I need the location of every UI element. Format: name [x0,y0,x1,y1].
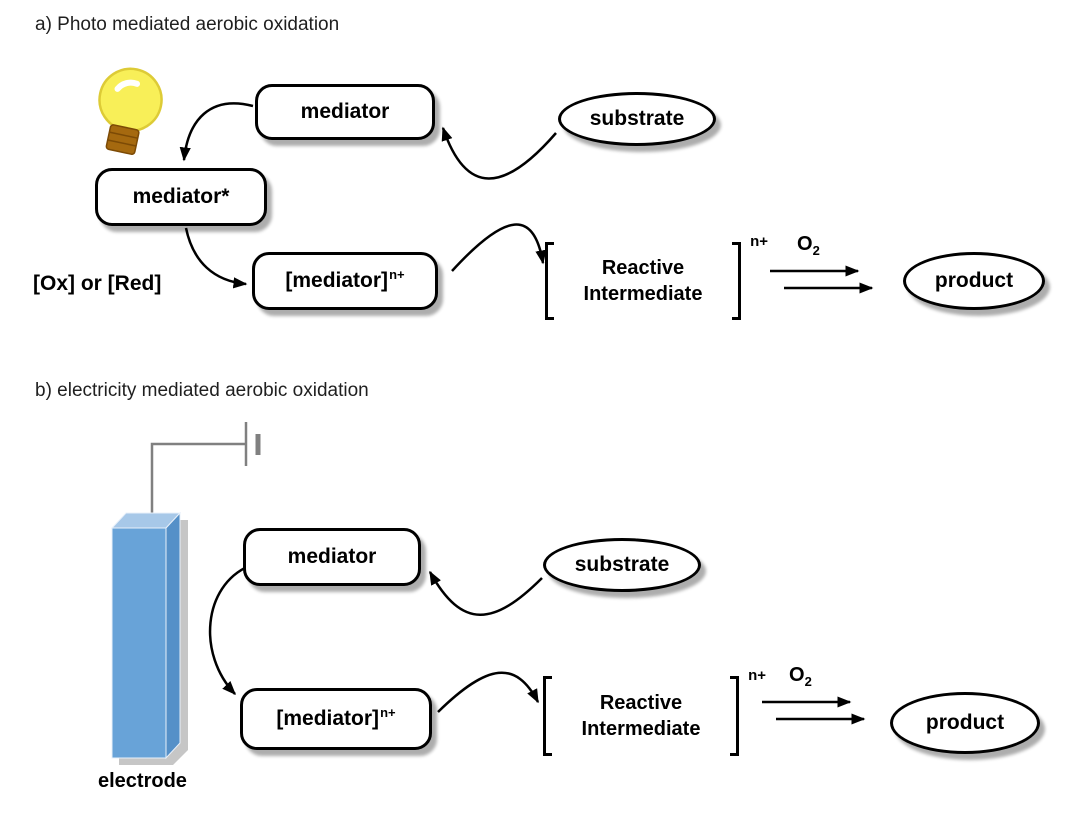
oxygen-label-a: O2 [797,233,820,258]
bulb-base [105,124,140,155]
right-bracket-icon [730,676,739,756]
left-bracket-icon [543,676,552,756]
electrode-label: electrode [98,770,187,792]
mediator-oxidized-a-base: [mediator] [285,269,389,292]
product-a-label: product [934,269,1014,292]
node-mediator-oxidized-b: [mediator]n+ [240,688,432,750]
panel-b-title: b) electricity mediated aerobic oxidatio… [35,380,369,401]
intermediate-b-sup: n+ [748,667,766,684]
intermediate-b-line1: Reactive [599,692,683,714]
node-mediator-a: mediator [255,84,435,140]
bulb-base-ridge [107,139,137,147]
mediator-oxidized-b-sup: n+ [380,704,396,720]
substrate-a-label: substrate [589,107,685,130]
arrow-substrate-to-mediator [441,126,557,180]
light-bulb-icon [98,67,163,155]
mediator-oxidized-a-sup: n+ [389,266,405,282]
electrode-side-face [165,511,181,760]
arrow-substrate-to-mediator-b [428,570,543,616]
oxygen-b-sub: 2 [804,674,812,689]
oxygen-b-base: O [789,664,805,686]
substrate-b-label: substrate [574,553,670,576]
panel-a-title: a) Photo mediated aerobic oxidation [35,14,340,35]
intermediate-b-line2: Intermediate [581,718,701,740]
bulb-highlight [114,79,141,92]
product-b-label: product [925,711,1005,734]
intermediate-a-line2: Intermediate [583,283,703,305]
node-product-a: product [903,252,1045,310]
arrow-oxidized-to-intermediate-b [437,671,540,713]
node-substrate-b: substrate [543,538,701,592]
node-product-b: product [890,692,1040,754]
oxygen-a-sub: 2 [812,243,820,258]
arrow-mediator-to-excited [179,102,254,162]
node-substrate-a: substrate [558,92,716,146]
oxygen-label-b: O2 [789,664,812,689]
mediator-excited-label: mediator* [132,185,230,208]
node-reactive-intermediate-b: Reactive Intermediate n+ [543,667,766,756]
node-mediator-b: mediator [243,528,421,586]
oxygen-a-base: O [797,233,813,255]
ox-red-label: [Ox] or [Red] [33,272,162,295]
right-bracket-icon [732,242,741,320]
arrow-mediator-to-oxidized-electrode [208,564,250,696]
wire [150,442,246,518]
arrow-oxidized-to-intermediate [451,223,547,272]
intermediate-a-sup: n+ [750,233,768,250]
power-supply-icon [150,422,261,518]
left-bracket-icon [545,242,554,320]
node-reactive-intermediate-a: Reactive Intermediate n+ [545,233,768,320]
node-mediator-oxidized-a: [mediator]n+ [252,252,438,310]
mediator-oxidized-b-base: [mediator] [276,707,380,730]
mediator-b-label: mediator [287,545,377,568]
intermediate-a-line1: Reactive [601,257,685,279]
electrode-front-face [111,527,167,759]
mediator-a-label: mediator [300,100,390,123]
arrow-excited-to-oxidized [184,227,248,289]
node-mediator-excited-a: mediator* [95,168,267,226]
bulb-glass [98,67,163,133]
bulb-base-ridge [109,131,138,139]
electrode-icon [110,511,188,765]
